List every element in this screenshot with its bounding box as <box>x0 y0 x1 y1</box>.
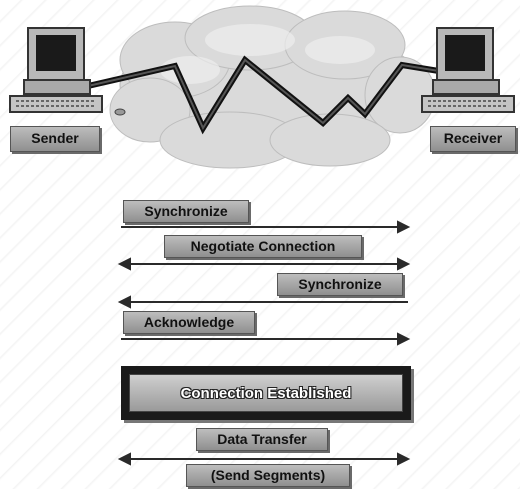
data-transfer-label: Data Transfer <box>196 428 328 451</box>
step-acknowledge-label: Acknowledge <box>123 311 255 334</box>
connection-established-box: Connection Established <box>121 366 411 420</box>
arrow-synchronize-left <box>117 295 408 309</box>
step-negotiate-label: Negotiate Connection <box>164 235 362 258</box>
arrow-negotiate-both <box>117 257 411 271</box>
arrow-synchronize-right <box>121 220 411 234</box>
sender-label: Sender <box>10 126 100 152</box>
step-synchronize-reply-label: Synchronize <box>277 273 403 296</box>
receiver-label: Receiver <box>430 126 516 152</box>
arrow-data-transfer-both <box>117 452 411 466</box>
arrow-acknowledge-right <box>121 332 411 346</box>
sender-computer-icon <box>9 27 126 116</box>
connection-established-label: Connection Established <box>129 374 403 412</box>
receiver-computer-icon <box>421 27 515 113</box>
send-segments-label: (Send Segments) <box>186 464 350 487</box>
step-synchronize-label: Synchronize <box>123 200 249 223</box>
